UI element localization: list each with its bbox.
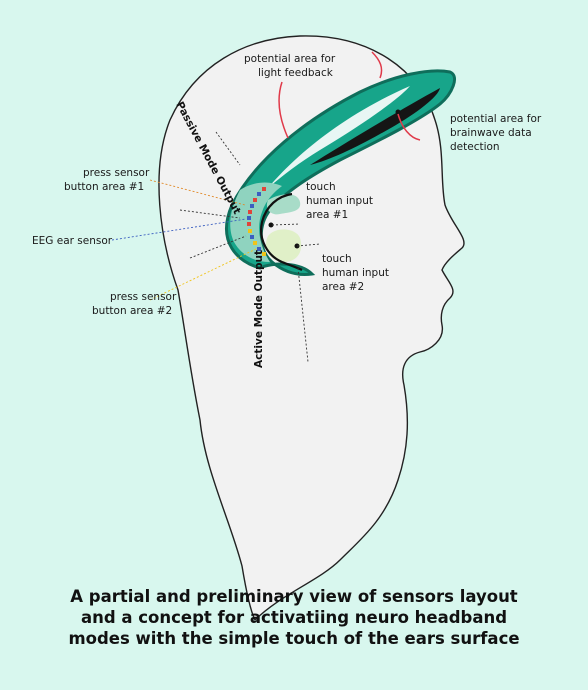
press-sensor-1-label: press sensor button area #1 [64, 167, 153, 193]
touch-1-dot [268, 222, 274, 228]
ear-outline [260, 192, 303, 271]
light-feedback-strip [268, 86, 410, 188]
press-sensor-2-label: press sensor button area #2 [92, 291, 180, 317]
touch-area-2 [265, 229, 302, 262]
brainwave-dot [395, 109, 401, 115]
light-feedback-label: potential area for light feedback [244, 53, 339, 79]
press-sensor-dots-2 [248, 229, 266, 256]
caption-line: A partial and preliminary view of sensor… [70, 587, 518, 606]
eeg-ear-sensor-label: EEG ear sensor [32, 235, 113, 247]
light-feedback-callout-2 [278, 81, 289, 139]
brainwave-callout [397, 113, 421, 141]
touch-area-2-label: touch human input area #2 [322, 253, 392, 293]
caption-line: modes with the simple touch of the ears … [68, 629, 520, 648]
light-feedback-callout [371, 51, 383, 79]
brainwave-label: potential area for brainwave data detect… [450, 113, 545, 153]
touch-area-1-label: touch human input area #1 [306, 181, 376, 221]
caption: A partial and preliminary view of sensor… [0, 586, 588, 649]
active-mode-output-label: Active Mode Output [253, 250, 265, 368]
caption-line: and a concept for activatiing neuro head… [80, 608, 508, 627]
press-sensor-dots-1 [247, 187, 266, 226]
touch-area-1 [266, 194, 301, 215]
leader-lines [111, 131, 321, 363]
head-silhouette [158, 35, 465, 622]
ear-pad [230, 182, 282, 262]
brainwave-strip [310, 88, 440, 165]
